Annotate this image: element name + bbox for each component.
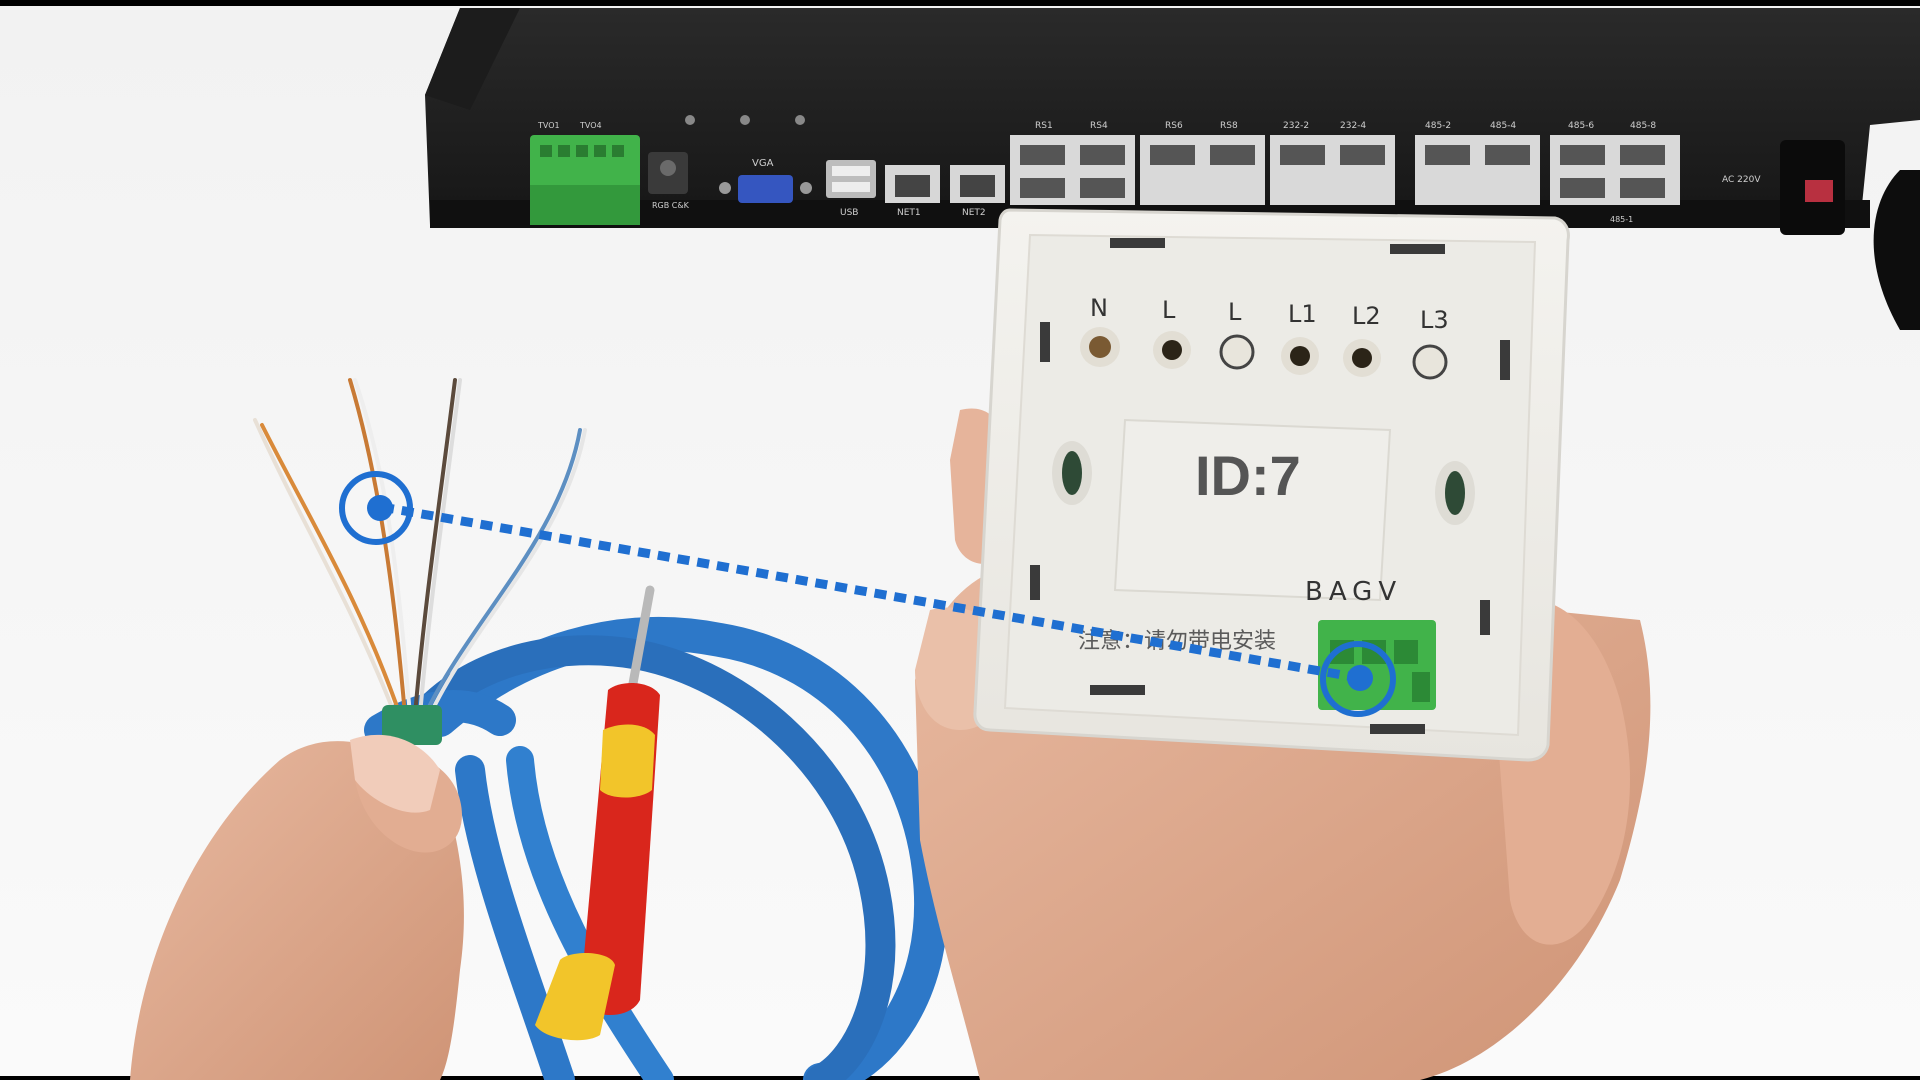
annotation-start-ring	[339, 471, 413, 545]
green-terminal-block	[530, 135, 640, 225]
terminal-labels: N L L L1 L2 L3	[1090, 294, 1449, 334]
net2-label: NET2	[962, 208, 986, 218]
net1-label: NET1	[897, 208, 921, 218]
switch-panel: N L L L1 L2 L3 ID:7 BAGV 注意：请勿带电安装	[973, 208, 1570, 762]
terminal-screws	[1080, 327, 1448, 380]
terminal-label-l-1: L	[1162, 296, 1176, 324]
power-cable	[1873, 170, 1920, 330]
blue-network-cable	[364, 616, 949, 1080]
port-label-232-4: 232-4	[1340, 121, 1366, 131]
port-label-485-6: 485-6	[1568, 121, 1594, 131]
bottom-letterbox	[0, 1076, 1920, 1080]
misc-label-rgb: RGB C&K	[652, 201, 690, 210]
usb-label: USB	[840, 208, 858, 218]
port-label-rs1: RS1	[1035, 121, 1053, 131]
terminal-label-l2: L2	[1352, 302, 1381, 330]
port-label-rs8: RS8	[1220, 121, 1238, 131]
port-label-485-4: 485-4	[1490, 121, 1516, 131]
left-hand	[130, 734, 464, 1080]
controller-device: VGA USB NET1 NET2	[425, 8, 1920, 330]
port-labels: RS1 RS4 RS6 RS8 232-2 232-4 485-2 485-4 …	[537, 121, 1656, 224]
usb-ports: USB	[826, 160, 876, 218]
port-label-485-8: 485-8	[1630, 121, 1656, 131]
power-switch: AC 220V	[1722, 140, 1845, 235]
misc-label-485-1: 485-1	[1610, 215, 1633, 224]
port-label-485-2: 485-2	[1425, 121, 1451, 131]
annotation-end-ring	[1320, 641, 1396, 717]
bus-terminal-labels: BAGV	[1305, 577, 1402, 607]
screwdriver	[535, 585, 660, 1041]
misc-label-tvo4: TVO4	[579, 121, 602, 130]
net-ports: NET1 NET2	[885, 165, 1005, 218]
vga-port: VGA	[719, 158, 812, 203]
annotation-overlay	[339, 471, 1396, 717]
annotation-end-dot	[1347, 665, 1373, 691]
misc-label-tvo1: TVO1	[537, 121, 560, 130]
terminal-label-l3: L3	[1420, 306, 1449, 334]
terminal-label-l-2: L	[1228, 298, 1242, 326]
device-id-label: ID:7	[1195, 444, 1301, 507]
annotation-dotted-line	[381, 502, 1361, 683]
terminal-label-n: N	[1090, 294, 1108, 322]
ac-label: AC 220V	[1722, 175, 1761, 185]
port-label-rs6: RS6	[1165, 121, 1183, 131]
bus-terminal-block	[1318, 620, 1436, 710]
top-letterbox	[0, 0, 1920, 6]
vga-label: VGA	[752, 158, 774, 169]
terminal-label-l1: L1	[1288, 300, 1317, 328]
cable-jacket-end	[382, 705, 442, 745]
port-label-232-2: 232-2	[1283, 121, 1309, 131]
annotation-start-dot	[367, 495, 393, 521]
port-label-rs4: RS4	[1090, 121, 1108, 131]
